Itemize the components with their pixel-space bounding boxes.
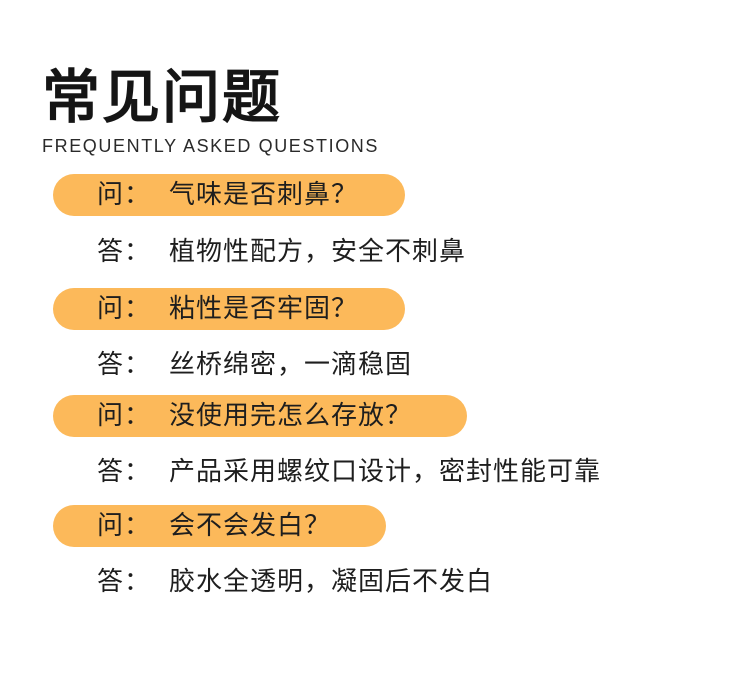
question-pill-4: 问： 会不会发白？ — [53, 505, 386, 547]
question-prefix: 问： — [97, 511, 152, 541]
question-prefix: 问： — [97, 401, 152, 431]
question-prefix: 问： — [97, 180, 152, 210]
question-text: 没使用完怎么存放？ — [169, 401, 413, 431]
answer-prefix: 答： — [97, 350, 152, 380]
answer-row-4: 答： 胶水全透明，凝固后不发白 — [97, 561, 493, 603]
question-text: 气味是否刺鼻？ — [169, 180, 359, 210]
question-pill-2: 问： 粘性是否牢固？ — [53, 288, 405, 330]
answer-text: 产品采用螺纹口设计，密封性能可靠 — [169, 457, 602, 487]
answer-prefix: 答： — [97, 567, 152, 597]
answer-row-2: 答： 丝桥绵密，一滴稳固 — [97, 344, 412, 386]
answer-3: 答： 产品采用螺纹口设计，密封性能可靠 — [97, 456, 601, 488]
page-title: 常见问题 — [42, 63, 283, 131]
page-subtitle: FREQUENTLY ASKED QUESTIONS — [42, 136, 380, 156]
question-text: 会不会发白？ — [169, 511, 332, 541]
answer-row-1: 答： 植物性配方，安全不刺鼻 — [97, 231, 466, 273]
answer-1: 答： 植物性配方，安全不刺鼻 — [97, 236, 466, 268]
answer-text: 胶水全透明，凝固后不发白 — [169, 567, 494, 597]
question-pill-1: 问： 气味是否刺鼻？ — [53, 174, 405, 216]
question-text: 粘性是否牢固？ — [169, 294, 359, 324]
answer-prefix: 答： — [97, 237, 152, 267]
answer-text: 丝桥绵密，一滴稳固 — [169, 350, 413, 380]
question-1: 问： 气味是否刺鼻？ — [97, 179, 358, 211]
answer-2: 答： 丝桥绵密，一滴稳固 — [97, 349, 412, 381]
question-2: 问： 粘性是否牢固？ — [97, 293, 358, 325]
answer-4: 答： 胶水全透明，凝固后不发白 — [97, 566, 493, 598]
question-4: 问： 会不会发白？ — [97, 510, 331, 542]
answer-prefix: 答： — [97, 457, 152, 487]
answer-row-3: 答： 产品采用螺纹口设计，密封性能可靠 — [97, 451, 601, 493]
answer-text: 植物性配方，安全不刺鼻 — [169, 237, 467, 267]
question-3: 问： 没使用完怎么存放？ — [97, 400, 412, 432]
question-pill-3: 问： 没使用完怎么存放？ — [53, 395, 467, 437]
question-prefix: 问： — [97, 294, 152, 324]
